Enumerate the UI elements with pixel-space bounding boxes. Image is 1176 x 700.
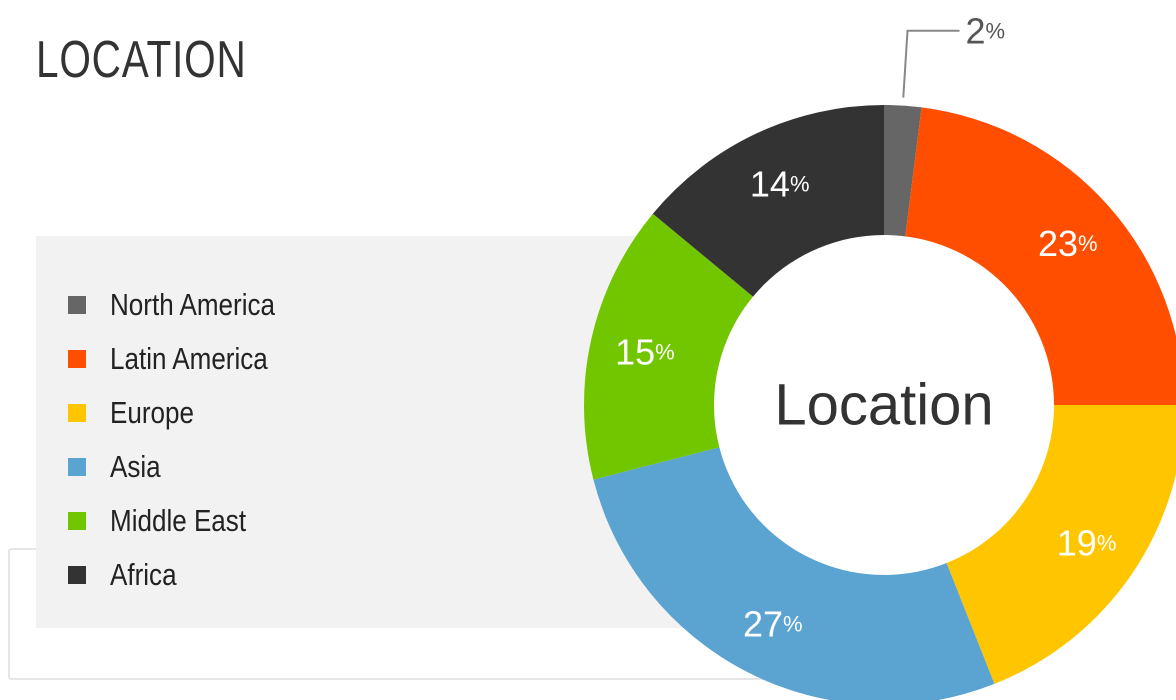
legend-item-europe: Europe: [68, 386, 306, 440]
slice-label-africa: 14%: [750, 163, 810, 204]
legend-item-middle-east: Middle East: [68, 494, 306, 548]
legend-swatch-asia: [68, 458, 86, 476]
slice-label-asia: 27%: [743, 603, 803, 644]
slice-value-north-america: 2: [966, 10, 986, 51]
legend-label-africa: Africa: [110, 557, 177, 592]
slice-value-latin-america: 23: [1038, 223, 1078, 264]
page-title: LOCATION: [36, 31, 247, 89]
slice-percent-sign: %: [655, 339, 675, 364]
labels-layer: 2%23%19%27%15%14%: [615, 10, 1116, 644]
legend-label-middle-east: Middle East: [110, 503, 247, 538]
legend-swatch-latin-america: [68, 350, 86, 368]
legend-item-asia: Asia: [68, 440, 306, 494]
legend-item-latin-america: Latin America: [68, 332, 306, 386]
slice-percent-sign: %: [1097, 530, 1117, 555]
slice-percent-sign: %: [790, 171, 810, 196]
legend-label-latin-america: Latin America: [110, 341, 268, 376]
slice-percent-sign: %: [1078, 231, 1098, 256]
slice-value-africa: 14: [750, 163, 790, 204]
slice-label-north-america: 2%: [966, 10, 1006, 51]
center-label: Location: [774, 373, 993, 438]
slice-percent-sign: %: [783, 611, 803, 636]
slice-label-latin-america: 23%: [1038, 223, 1098, 264]
slice-label-middle-east: 15%: [615, 331, 675, 372]
legend-swatch-europe: [68, 404, 86, 422]
legend-label-europe: Europe: [110, 395, 194, 430]
legend-item-africa: Africa: [68, 548, 306, 602]
legend-swatch-north-america: [68, 296, 86, 314]
legend-swatch-africa: [68, 566, 86, 584]
slice-label-europe: 19%: [1057, 522, 1117, 563]
slice-value-europe: 19: [1057, 522, 1097, 563]
slice-value-asia: 27: [743, 603, 783, 644]
center-hole: [714, 235, 1054, 575]
slice-percent-sign: %: [986, 18, 1006, 43]
legend-swatch-middle-east: [68, 512, 86, 530]
callout-line-north-america: [902, 29, 960, 98]
legend-item-north-america: North America: [68, 278, 306, 332]
legend-label-north-america: North America: [110, 287, 275, 322]
legend-label-asia: Asia: [110, 449, 161, 484]
slice-value-middle-east: 15: [615, 331, 655, 372]
